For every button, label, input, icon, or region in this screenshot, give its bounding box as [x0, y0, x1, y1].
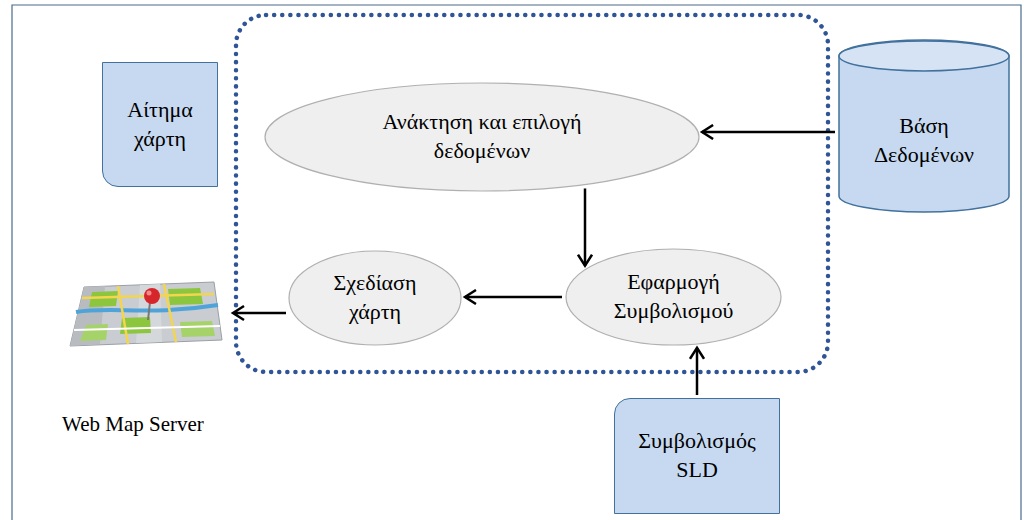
ellipse-outline: [264, 82, 700, 192]
process-ellipse: Εφαρμογή Συμβολισμού: [565, 248, 782, 346]
flow-arrow: [584, 188, 587, 265]
process-ellipse: Ανάκτηση και επιλογή δεδομένων: [264, 82, 700, 192]
request-box: Αίτημα χάρτη: [102, 62, 218, 187]
node-text: Σχεδίαση χάρτη: [320, 269, 430, 326]
ellipse-outline: [288, 250, 462, 346]
outer-frame: [12, 5, 1021, 520]
server-boundary: [236, 15, 828, 372]
node-text: Βάση Δεδομένων: [854, 112, 994, 169]
node-text: Συμβολισμός SLD: [630, 427, 765, 484]
flow-arrow: [465, 296, 562, 299]
output-arrow: [234, 312, 286, 315]
output-arrow-head: [233, 306, 244, 320]
node-text: Εφαρμογή Συμβολισμού: [606, 268, 741, 325]
node-text: Ανάκτηση και επιλογή δεδομένων: [367, 108, 597, 165]
server-label: Web Map Server: [62, 412, 204, 437]
process-ellipse: Σχεδίαση χάρτη: [288, 250, 462, 346]
flow-arrow: [696, 348, 699, 395]
database-cylinder: Βάση Δεδομένων: [838, 40, 1010, 212]
node-text: Αίτημα χάρτη: [110, 96, 210, 153]
map-illustration: [70, 282, 222, 346]
style-box: Συμβολισμός SLD: [614, 398, 780, 514]
ellipse-outline: [565, 248, 782, 346]
flow-arrow: [702, 131, 835, 134]
